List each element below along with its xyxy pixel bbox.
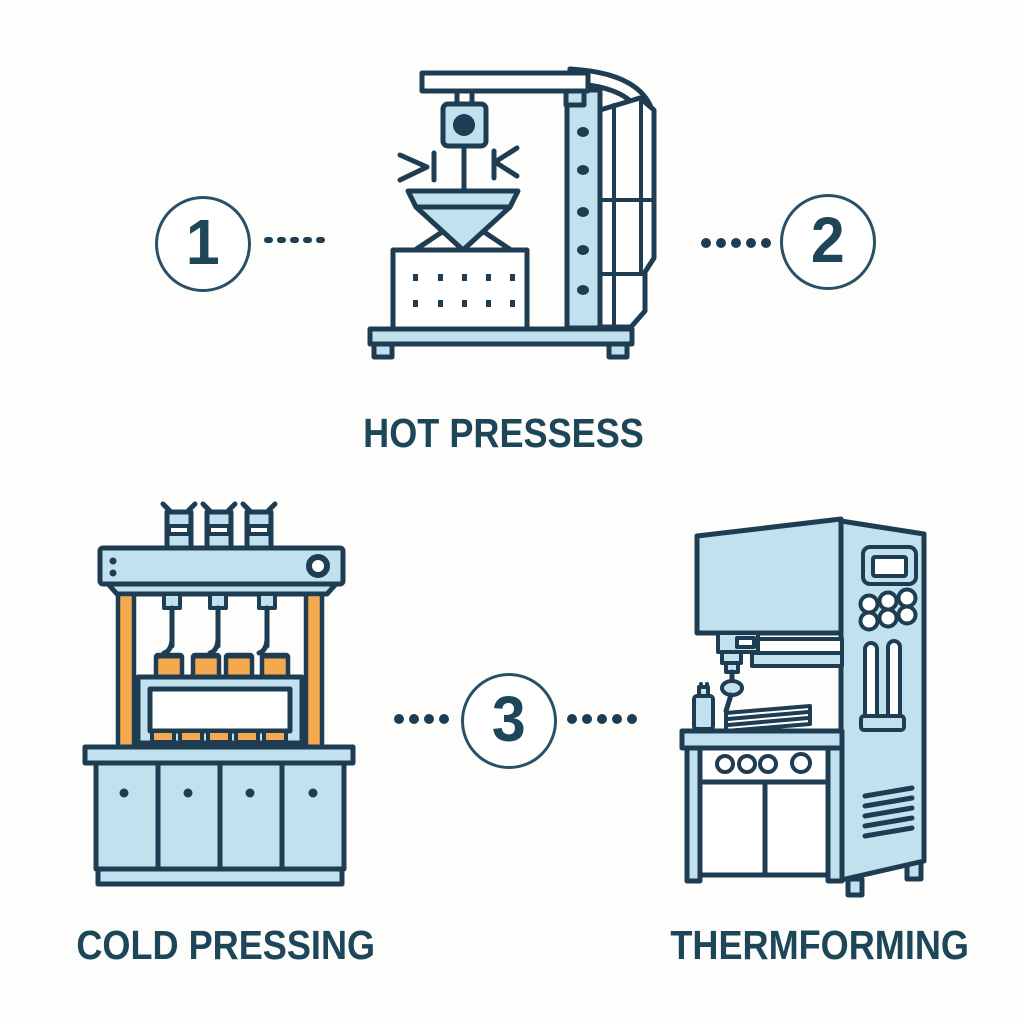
connector-dash xyxy=(316,237,325,243)
connector-dot xyxy=(701,238,711,248)
connector-dash xyxy=(303,237,312,243)
connector-dot xyxy=(582,714,592,724)
connector-dash xyxy=(277,237,286,243)
connector-dot xyxy=(439,714,449,724)
connector-dash xyxy=(290,237,299,243)
connector-dash xyxy=(264,237,273,243)
step-3-number: 3 xyxy=(492,683,526,755)
press-rod xyxy=(256,592,277,656)
step-1-number: 1 xyxy=(186,206,220,278)
machine-label-cold-press: COLD PRESSING xyxy=(76,922,376,968)
connector-dot xyxy=(424,714,434,724)
connector-dots-3-left xyxy=(394,714,449,724)
connector-dot xyxy=(409,714,419,724)
press-rod xyxy=(161,592,182,656)
mold-cylinders xyxy=(153,652,291,680)
connector-dot xyxy=(746,238,756,248)
connector-dot xyxy=(567,714,577,724)
connector-dots-2 xyxy=(701,238,771,248)
connector-dot xyxy=(612,714,622,724)
step-2-marker: 2 xyxy=(780,194,876,290)
connector-dot xyxy=(731,238,741,248)
machine-label-thermoforming: THERMFORMING xyxy=(670,922,969,968)
beaker-icon xyxy=(160,501,198,551)
bottle-icon xyxy=(692,682,715,731)
connector-dots-3-right xyxy=(567,714,637,724)
step-1-marker: 1 xyxy=(155,196,251,292)
thermoforming-machine-icon xyxy=(679,516,927,898)
connector-dot xyxy=(761,238,771,248)
connector-dot xyxy=(627,714,637,724)
beaker-icon xyxy=(240,501,278,551)
connector-dashes-1 xyxy=(264,237,325,243)
beaker-icon xyxy=(200,501,238,551)
step-2-number: 2 xyxy=(811,204,845,276)
machine-label-hot-press: HOT PRESSESS xyxy=(362,410,644,456)
press-rod xyxy=(207,592,228,656)
step-3-marker: 3 xyxy=(461,673,557,769)
cold-press-machine-icon xyxy=(82,501,356,887)
connector-dot xyxy=(597,714,607,724)
hot-press-machine-icon xyxy=(367,66,657,360)
connector-dot xyxy=(394,714,404,724)
connector-dot xyxy=(716,238,726,248)
